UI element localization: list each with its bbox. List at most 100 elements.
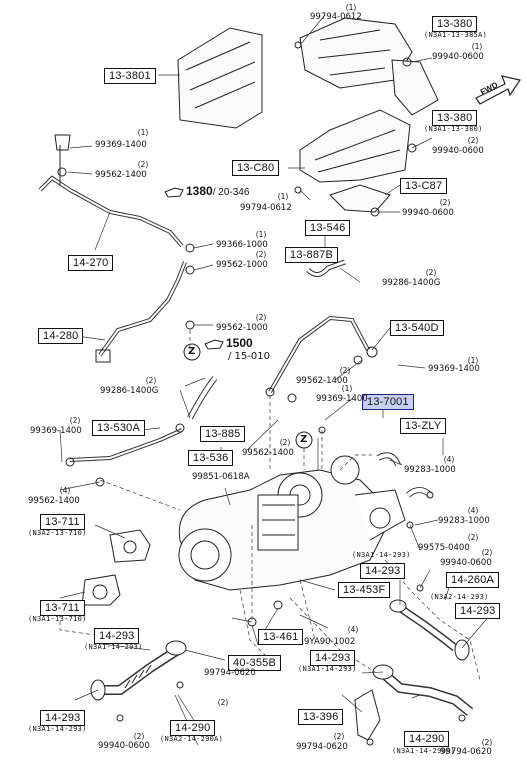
part-box-14-293-lower-left[interactable]: 14-293	[40, 710, 86, 726]
part-box-13-396[interactable]: 13-396	[298, 709, 344, 725]
part-number[interactable]: 99286-1400G	[100, 386, 159, 396]
part-number[interactable]: 99369-1400	[30, 426, 82, 436]
insulator-plate-side	[391, 59, 439, 116]
part-box-13-zly[interactable]: 13-ZLY	[400, 418, 447, 434]
z-mark-right: Z	[300, 434, 308, 445]
flange-left	[165, 640, 187, 656]
part-number[interactable]: 9YA90-1002	[304, 637, 356, 647]
part-box-13-7001[interactable]: 13-7001	[362, 394, 414, 410]
part-box-14-290-right[interactable]: 14-290	[404, 731, 450, 747]
part-box-13-546[interactable]: 13-546	[305, 220, 351, 236]
part-number[interactable]: 99562-1400	[296, 376, 348, 386]
gasket-13-711-upper	[109, 529, 151, 563]
part-number[interactable]: 99369-1400	[428, 364, 480, 374]
part-box-13-453f[interactable]: 13-453F	[338, 582, 391, 598]
qty-label: (4)	[59, 486, 71, 495]
washer-99562	[57, 167, 67, 177]
part-box-13-885[interactable]: 13-885	[200, 426, 246, 442]
qty-label: (2)	[339, 366, 351, 375]
part-number[interactable]: 99794-0620	[204, 668, 256, 678]
reference-1500[interactable]: 1500	[226, 336, 253, 350]
part-box-14-270[interactable]: 14-270	[68, 255, 114, 271]
part-box-13-540d[interactable]: 13-540D	[390, 320, 444, 336]
part-number[interactable]: 99562-1400	[95, 170, 147, 180]
part-box-13-530a[interactable]: 13-530A	[92, 420, 145, 436]
part-number[interactable]: 99794-0620	[296, 742, 348, 752]
qty-label: (2)	[481, 548, 493, 557]
part-box-13-887b[interactable]: 13-887B	[285, 247, 338, 263]
insulator-plate-middle	[299, 109, 411, 183]
part-box-13-461[interactable]: 13-461	[258, 629, 304, 645]
part-number[interactable]: 99794-0612	[240, 203, 292, 213]
part-number[interactable]: 99851-0618A	[192, 472, 250, 482]
part-number[interactable]: 99940-0600	[98, 741, 150, 751]
qty-label: (2)	[425, 268, 437, 277]
part-number[interactable]: 99369-1400	[316, 394, 368, 404]
part-number[interactable]: 99940-0600	[440, 558, 492, 568]
part-number[interactable]: 99283-1000	[438, 516, 490, 526]
part-number[interactable]: 99940-0600	[432, 52, 484, 62]
part-number[interactable]: 99794-0612	[310, 12, 362, 22]
part-sub-13-711-upper: (N3A2-13-710)	[28, 529, 87, 537]
part-sub-13-711-lower: (N3A1-13-710)	[28, 615, 87, 623]
part-box-40-355b[interactable]: 40-355B	[228, 655, 281, 671]
gasket-13-711-lower	[81, 574, 121, 606]
part-number[interactable]: 99562-1000	[216, 260, 268, 270]
qty-label: (2)	[439, 198, 451, 207]
reference-1380-number: 1380	[186, 184, 213, 198]
qty-label: (2)	[255, 250, 267, 259]
part-number[interactable]: 99562-1400	[242, 448, 294, 458]
part-box-14-280[interactable]: 14-280	[38, 328, 84, 344]
part-number[interactable]: 99562-1000	[216, 323, 268, 333]
reference-1380-sub: / 20-346	[212, 187, 250, 198]
part-number[interactable]: 99794-0620	[440, 747, 492, 757]
part-sub-13-380-mid: (N3A1-13-380)	[424, 125, 483, 133]
part-number[interactable]: 99366-1000	[216, 240, 268, 250]
part-number[interactable]: 99286-1400G	[382, 278, 441, 288]
qty-label: (1)	[471, 42, 483, 51]
part-box-13-c87[interactable]: 13-C87	[400, 178, 448, 194]
part-number[interactable]: 99562-1400	[28, 496, 80, 506]
part-number[interactable]: 99283-1000	[404, 465, 456, 475]
qty-label: (1)	[345, 3, 357, 12]
qty-label: (2)	[69, 416, 81, 425]
part-box-14-290-left[interactable]: 14-290	[170, 720, 216, 736]
qty-label: (2)	[333, 732, 345, 741]
part-box-13-3801[interactable]: 13-3801	[104, 68, 156, 84]
qty-label: (2)	[217, 698, 229, 707]
part-box-14-293-far-right[interactable]: 14-293	[455, 603, 501, 619]
part-box-13-536[interactable]: 13-536	[188, 450, 234, 466]
part-box-13-c80[interactable]: 13-C80	[232, 160, 280, 176]
qty-label: (4)	[347, 625, 359, 634]
part-sub-14-293-center: (N3A1-14-293)	[298, 665, 357, 673]
part-box-14-293-center[interactable]: 14-293	[310, 650, 356, 666]
insulator-bracket	[329, 184, 391, 213]
part-number[interactable]: 99575-0400	[418, 543, 470, 553]
part-box-14-260a[interactable]: 14-260A	[446, 572, 499, 588]
part-number[interactable]: 99369-1400	[95, 140, 147, 150]
part-box-13-711-upper[interactable]: 13-711	[40, 514, 85, 530]
part-box-13-380-top[interactable]: 13-380	[432, 16, 478, 32]
part-box-13-380-mid[interactable]: 13-380	[432, 110, 478, 126]
qty-label: (1)	[277, 192, 289, 201]
part-number[interactable]: 99940-0600	[402, 208, 454, 218]
reference-1380[interactable]: 1380/ 20-346	[186, 184, 249, 198]
center-housing	[257, 494, 299, 551]
part-sub-14-293-right: (N3A1-14-293)	[352, 551, 411, 559]
part-sub-14-293-left: (N3A1-14-293)	[84, 643, 143, 651]
insulator-plate-upper-left	[177, 27, 263, 129]
pointer-hand-icon-1	[164, 187, 184, 198]
qty-label: (2)	[255, 313, 267, 322]
qty-label: (2)	[481, 738, 493, 747]
part-number[interactable]: 99940-0600	[432, 146, 484, 156]
part-sub-14-293-far-right: (N3A2-14-293)	[430, 593, 489, 601]
part-box-14-293-right[interactable]: 14-293	[360, 563, 406, 579]
qty-label: (4)	[443, 455, 455, 464]
reference-1500-sub: / 15-010	[228, 351, 270, 362]
part-box-13-711-lower[interactable]: 13-711	[40, 600, 85, 616]
part-box-14-293-left[interactable]: 14-293	[94, 628, 140, 644]
qty-label: (2)	[145, 376, 157, 385]
qty-label: (1)	[341, 384, 353, 393]
bolt-99369	[54, 134, 71, 151]
